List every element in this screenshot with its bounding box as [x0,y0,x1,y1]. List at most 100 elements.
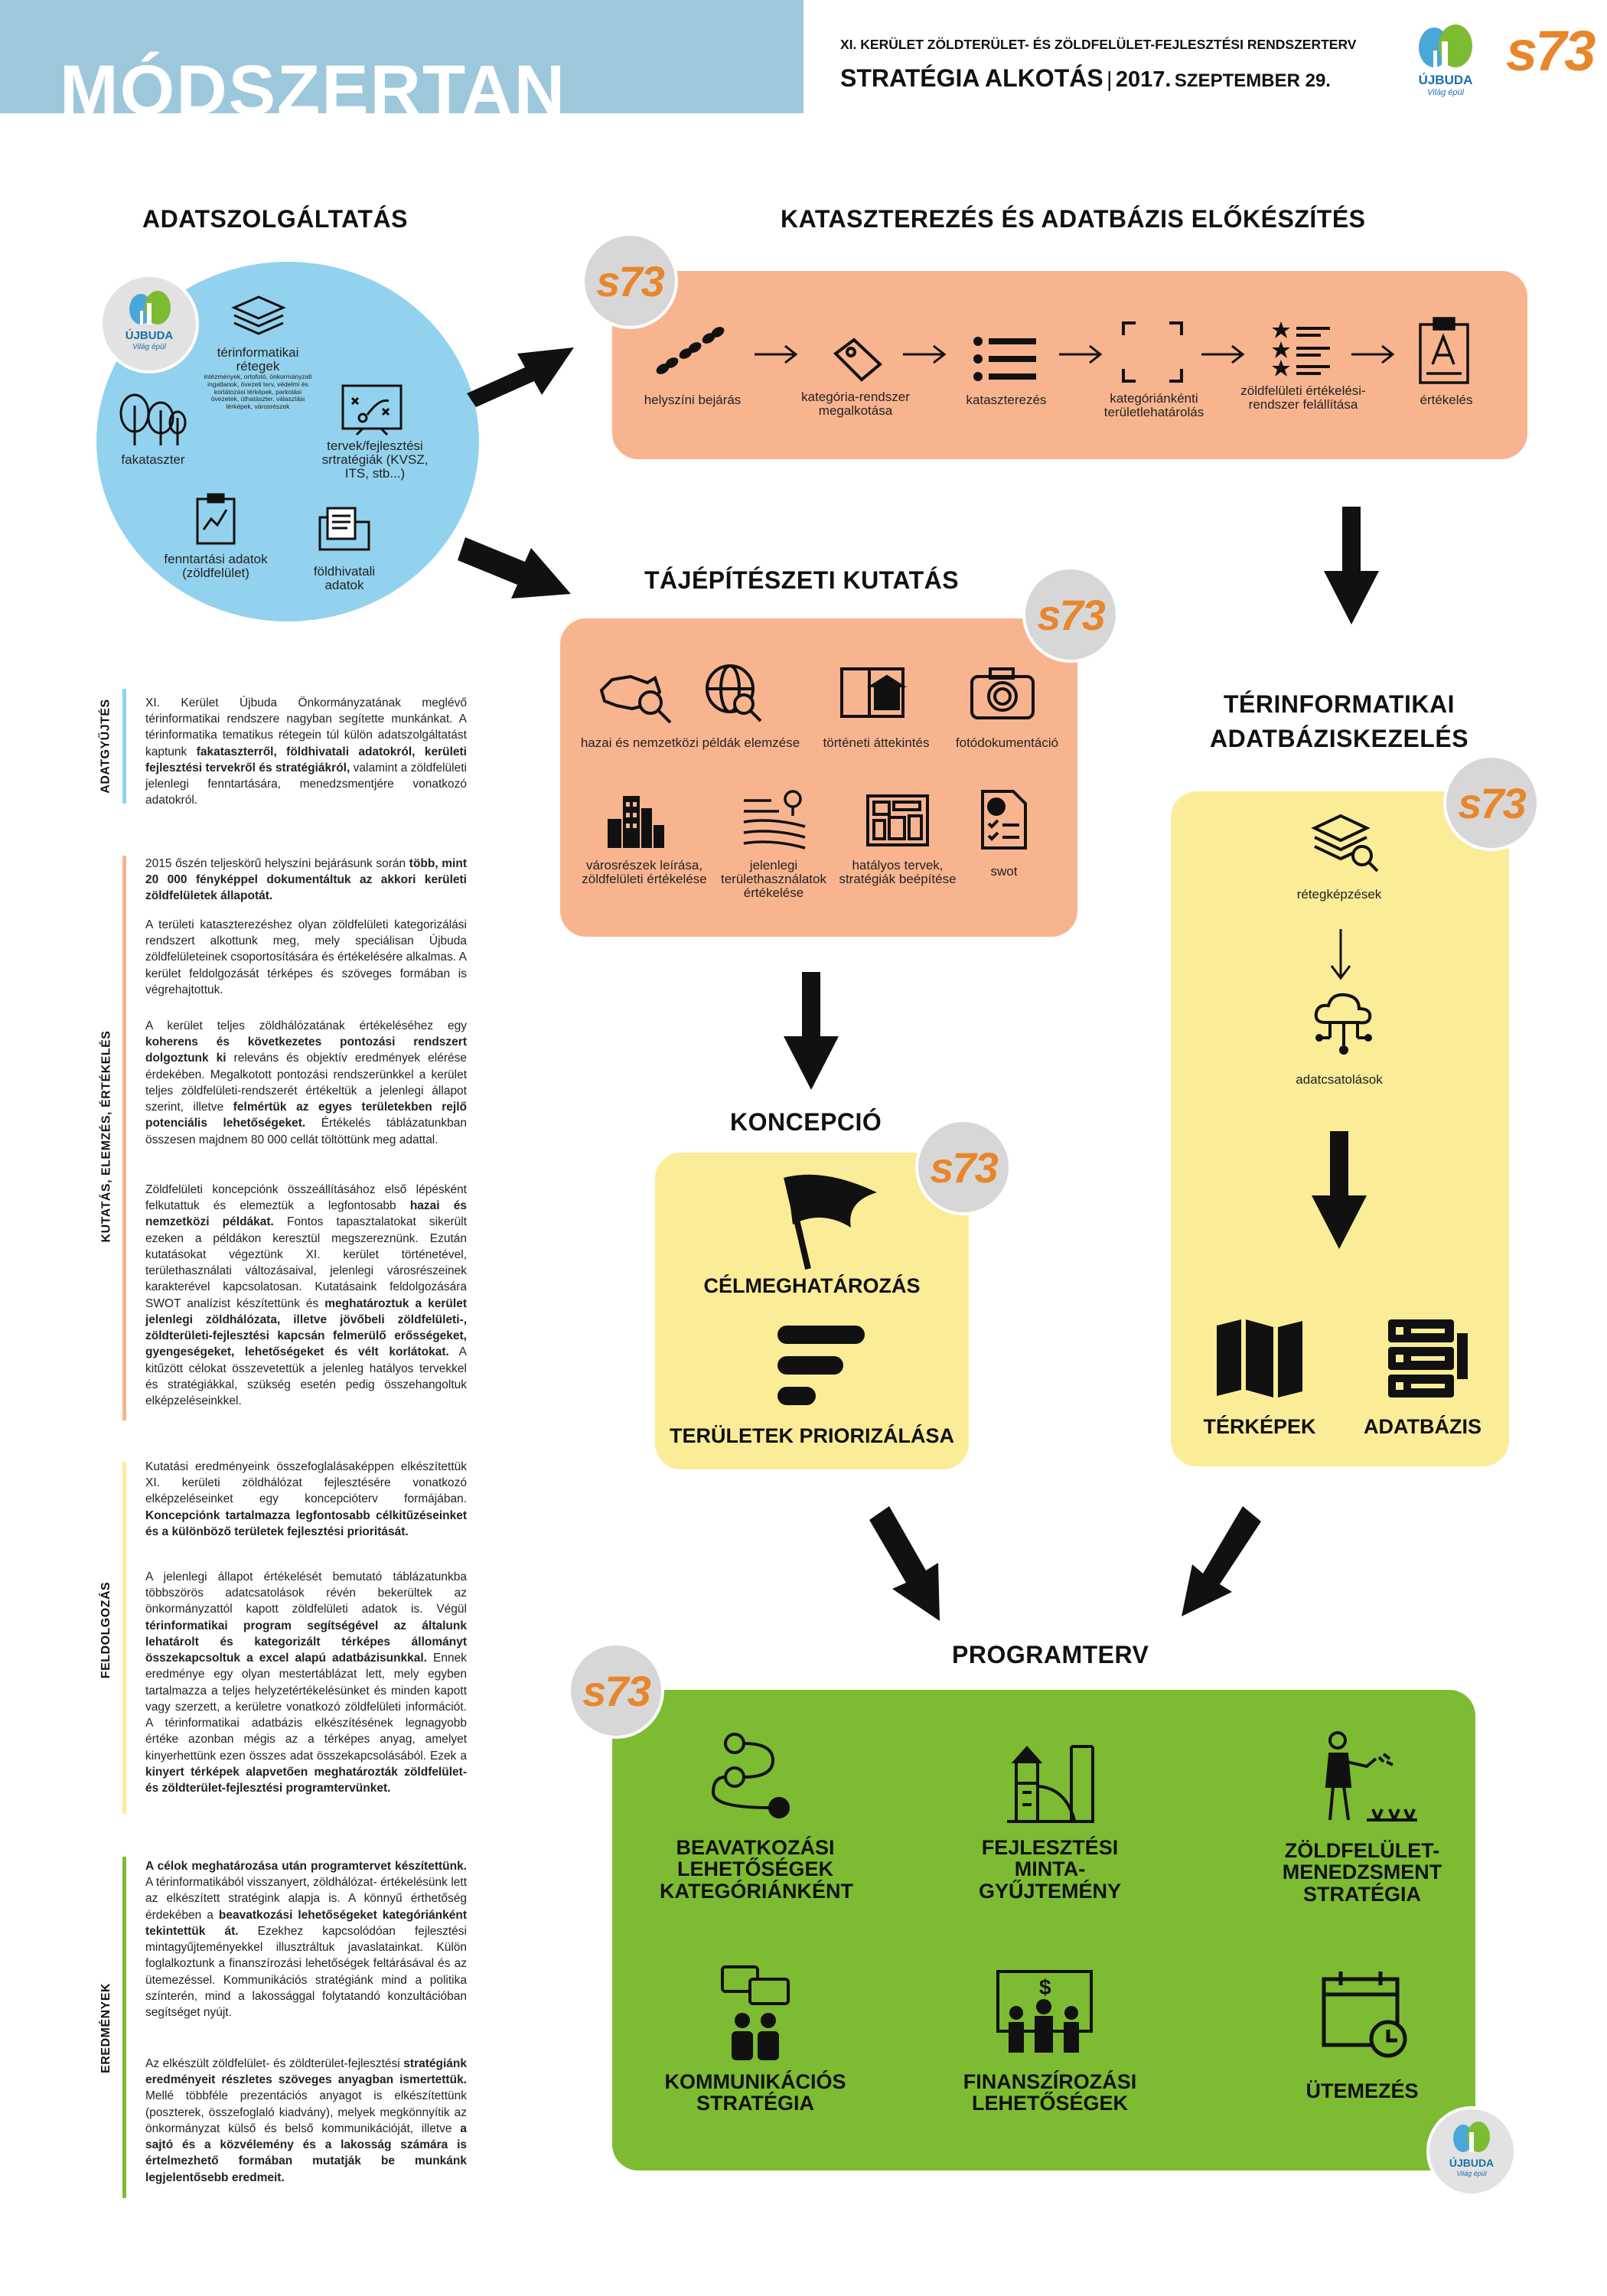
header-banner: MÓDSZERTAN [0,0,804,113]
ujbuda-logo-circle: ÚJBUDA Világ épül [103,277,196,370]
step-label: kategória-rendszer megalkotása [801,390,910,418]
terinfo-item-label: rétegképzések [1296,887,1382,902]
folder-documents-icon [318,507,370,551]
ujbuda-tree-icon [1419,24,1472,67]
paragraph-feldolgozas-2: A jelenlegi állapot értékelését bemutató… [145,1570,467,1795]
sidebar-label-eredmenyek: EREDMÉNYEK [31,1983,184,2073]
calendar-clock-icon [1322,1971,1407,2058]
banner-title: MÓDSZERTAN [60,51,567,113]
camera-icon [970,667,1035,719]
terinfo-item-label: adatcsatolások [1296,1072,1383,1087]
program-item-label: FEJLESZTÉSI MINTA-GYŰJTEMÉNY [978,1836,1122,1903]
sidebar-bar-kutatas [122,856,126,1420]
tajep-row2-label: városrészek leírása, zöldfelületi értéke… [582,858,707,886]
landuse-tree-icon [743,790,806,850]
step-label: helyszíni bejárás [644,393,742,407]
adatszolgaltatas-title: ADATSZOLGÁLTATÁS [142,205,408,233]
priorizalas-label: TERÜLETEK PRIORIZÁLÁSA [669,1424,954,1447]
logo-text: ÚJBUDA [1449,2157,1495,2169]
star-rating-list-icon [1272,321,1330,377]
kataszterezes-title: KATASZTEREZÉS ÉS ADATBÁZIS ELŐKÉSZÍTÉS [781,205,1366,233]
step-label: értékelés [1420,393,1473,407]
city-buildings-icon [608,796,664,848]
step-label: zöldfelületi értékelési-rendszer felállí… [1240,383,1366,412]
list-icon [973,337,1036,381]
arrow-right-icon [1351,344,1395,364]
koncepcio-title: KONCEPCIÓ [730,1108,882,1136]
arrow-to-tajepiteszeti [458,537,571,598]
database-server-icon [1388,1319,1468,1397]
arrow-down-thin-icon [1330,929,1351,980]
logo-tagline: Világ épül [132,343,166,351]
header-title-date-small: SZEPTEMBER 29. [1174,70,1331,91]
footprints-icon [656,327,725,374]
terinfo-label: térinformatikai rétegek [217,345,299,373]
fakataszter-label: fakataszter [121,452,185,467]
koncepcio-badge: s73 [918,1122,1009,1212]
paragraph-eredmenyek-2: Az elkészült zöldfelület- és zöldterület… [145,2057,467,2184]
priority-bars-icon [777,1326,865,1405]
gardener-watering-icon [1325,1731,1417,1821]
city-plan-icon [866,794,929,846]
tajepiteszeti-title: TÁJÉPÍTÉSZETI KUTATÁS [644,566,960,594]
header-subtitle: XI. KERÜLET ZÖLDTERÜLET- ÉS ZÖLDFELÜLET-… [840,37,1357,52]
fenntartasi-label: fenntartási adatok (zöldfelület) [164,552,268,580]
ujbuda-tree-icon [129,291,171,325]
paragraph-kutatas-4: Zöldfelületi koncepciónk összeállításáho… [145,1183,468,1408]
brand-s73: s73 [596,256,664,305]
header-title-main: STRATÉGIA ALKOTÁS [840,64,1103,92]
arrow-to-programterv [869,1506,940,1621]
tajep-row1-label: hazai és nemzetközi példák elemzése [580,735,800,750]
sidebar-bar-feldolgozas [122,1462,126,1814]
layers-search-icon [1311,814,1379,872]
arrow-right-icon [1201,344,1245,364]
map-search-icon [599,674,672,724]
selection-frame-icon [1122,321,1183,383]
arrow-down [1324,507,1379,625]
logo-text: ÚJBUDA [1418,73,1473,87]
step-label: kategóriánkénti területlehatárolás [1103,391,1204,419]
terkepek-label: TÉRKÉPEK [1203,1415,1316,1438]
tajep-row2-label: jelenlegi területhasználatok értékelése [721,858,826,900]
communication-people-icon [721,1965,790,2060]
sidebar-bar-adatgyujtes [122,689,126,804]
program-item-label: BEAVATKOZÁSI LEHETŐSÉGEK KATEGÓRIÁNKÉNT [660,1836,853,1903]
brand-s73: s73 [1037,590,1105,639]
paragraph-kutatas-1: 2015 őszén teljeskörű helyszíni bejárásu… [145,857,467,903]
playground-icon [1007,1745,1094,1823]
svg-text:$: $ [1039,1975,1051,1999]
sidebar-bar-eredmenyek [122,1857,126,2198]
programterv-title: PROGRAMTERV [952,1641,1149,1668]
tervek-label: tervek/fejlesztési srtratégiák (KVSZ, IT… [321,439,429,481]
programterv-badge: s73 [571,1645,661,1736]
step-label: kataszterezés [966,393,1047,407]
logo-tagline: Világ épül [1456,2170,1487,2177]
arrow-to-kataszterezes [467,347,574,407]
brand-s73: s73 [1458,778,1526,827]
program-item-label: ÜTEMEZÉS [1305,2079,1419,2102]
tajepiteszeti-badge: s73 [1025,569,1116,660]
graded-clipboard-icon [1419,317,1469,384]
brand-s73: s73 [930,1143,998,1192]
kataszterezes-box [612,271,1527,459]
sidebar-label-text: EREDMÉNYEK [99,1983,112,2073]
arrow-down [784,972,839,1090]
brand-s73-header: s73 [1506,19,1596,83]
tajep-row2-label: hatályos tervek, stratégiák beépítése [839,858,957,886]
header-title-date: 2017. [1115,67,1172,92]
brand-s73: s73 [582,1666,650,1715]
kataszterezes-badge: s73 [585,236,675,326]
arrow-right-icon [903,344,947,364]
layers-icon [231,295,286,335]
logo-text: ÚJBUDA [125,329,174,342]
paragraph-kutatas-3: A kerület teljes zöldhálózatának értékel… [145,1019,468,1146]
swot-document-icon [981,790,1027,850]
arrow-right-icon [755,344,798,364]
adatbazis-label: ADATBÁZIS [1364,1415,1482,1438]
cloud-network-icon [1314,993,1372,1055]
ujbuda-tree-icon [1453,2122,1490,2152]
strategy-board-icon [341,384,403,436]
arrow-down [1312,1131,1367,1249]
header-title-sep: | [1107,67,1113,91]
flag-icon [784,1174,877,1270]
